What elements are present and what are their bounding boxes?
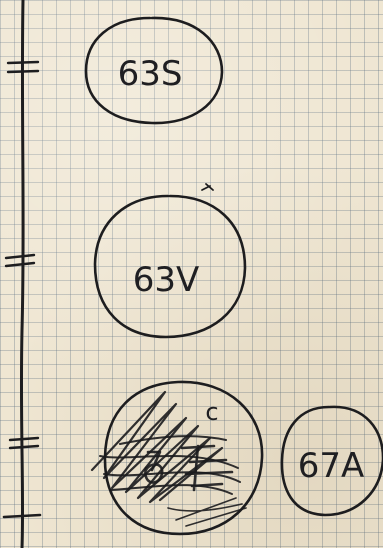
tick-mark-2 (4, 253, 36, 268)
node-67a: 67A (280, 405, 383, 517)
node-63s: 63S (84, 16, 224, 125)
tick-mark-1 (6, 60, 40, 74)
scribble-strokes-1 (90, 390, 224, 504)
scribble-strokes-3 (144, 444, 234, 492)
scribble-strokes-2 (99, 435, 241, 495)
node-63v-label: 63V (133, 260, 200, 300)
scribbled-node-letter: c (205, 398, 218, 426)
scribble-strokes-4 (167, 497, 247, 527)
node-63v-mark (201, 183, 214, 191)
tick-mark-3 (8, 436, 40, 450)
node-63s-label: 63S (118, 54, 183, 94)
scribbled-node-circle (103, 380, 264, 536)
node-67a-label: 67A (298, 446, 365, 486)
tick-mark-4 (2, 513, 42, 519)
node-63s-circle (84, 16, 224, 125)
node-63v-circle (93, 194, 247, 339)
scribbled-node: c (90, 380, 264, 536)
node-63v: 63V (93, 183, 247, 339)
node-67a-circle (280, 405, 383, 517)
margin-line (19, 0, 25, 548)
